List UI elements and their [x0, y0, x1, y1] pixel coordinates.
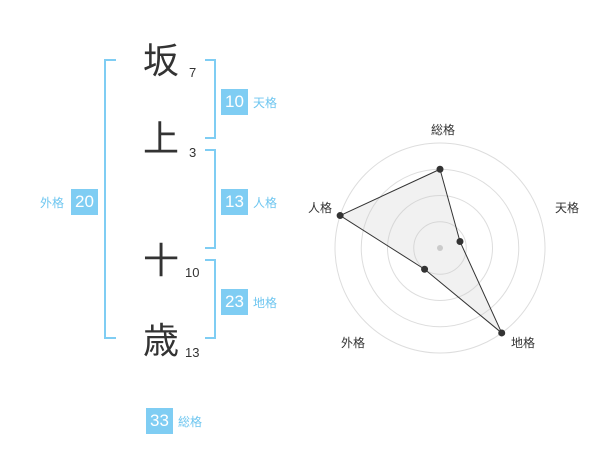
radar-axis-label-jinkaku: 人格	[307, 201, 332, 215]
gaikaku-bracket	[104, 59, 116, 339]
radar-axis-label-soukaku: 総格	[430, 123, 455, 137]
stroke-count-2: 3	[189, 145, 197, 160]
gaikaku-label: 外格	[40, 196, 65, 210]
tenkaku-label: 天格	[253, 96, 278, 110]
stroke-count-1: 7	[189, 65, 197, 80]
radar-ring-2	[387, 195, 493, 301]
radar-point-5	[336, 212, 344, 220]
chikaku-value-badge: 23	[221, 289, 248, 315]
radar-point-2	[456, 238, 464, 246]
gaikaku-value-badge: 20	[71, 189, 98, 215]
soukaku-label: 総格	[178, 415, 203, 429]
name-char-3: 十	[142, 241, 179, 282]
name-char-4: 歳	[142, 321, 179, 362]
stroke-count-3: 10	[185, 265, 200, 280]
name-char-1: 坂	[142, 41, 179, 82]
radar-ring-4	[334, 142, 546, 354]
radar-center-dot	[437, 245, 443, 251]
radar-point-3	[498, 329, 506, 337]
radar-point-4	[421, 265, 429, 273]
name-char-2: 上	[142, 119, 179, 160]
radar-axis-label-tenkaku: 天格	[554, 201, 579, 215]
tenkaku-bracket	[205, 59, 216, 139]
chikaku-bracket	[205, 259, 216, 339]
radar-polygon	[339, 168, 503, 334]
jinkaku-value-badge: 13	[221, 189, 248, 215]
jinkaku-bracket	[205, 149, 216, 249]
jinkaku-label: 人格	[253, 196, 278, 210]
radar-ring-1	[413, 221, 467, 275]
tenkaku-value-badge: 10	[221, 89, 248, 115]
radar-axis-label-gaikaku: 外格	[340, 336, 365, 350]
soukaku-value-badge: 33	[146, 408, 173, 434]
stroke-count-4: 13	[185, 345, 200, 360]
radar-axis-label-chikaku: 地格	[510, 336, 535, 350]
chikaku-label: 地格	[253, 296, 278, 310]
radar-point-1	[436, 165, 444, 173]
